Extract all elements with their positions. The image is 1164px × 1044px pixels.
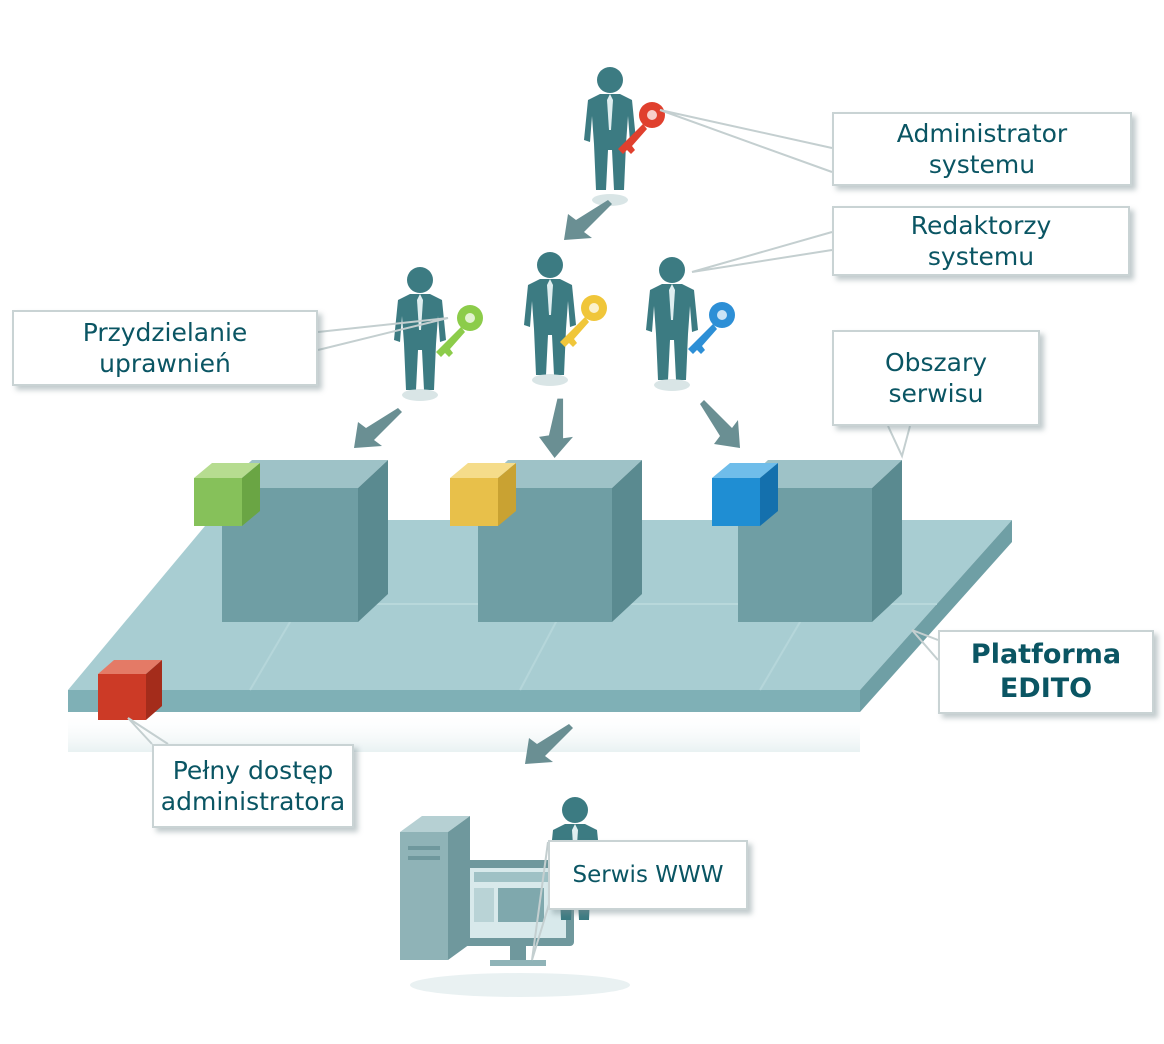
- callout-full-access: Pełny dostęp administratora: [152, 744, 354, 828]
- callout-areas-line-2: serwisu: [888, 379, 984, 408]
- callout-connectors: [127, 109, 939, 961]
- editor-person-icon-2: [524, 252, 576, 375]
- tab-yellow: [450, 463, 516, 526]
- callout-permissions-line-2: uprawnień: [99, 349, 231, 378]
- callout-platform-line-2: EDITO: [999, 673, 1093, 704]
- callout-editors-line-1: Redaktorzy: [910, 211, 1052, 240]
- callout-platform: Platforma EDITO: [938, 630, 1154, 714]
- editor-person-icon-3: [646, 257, 698, 380]
- arrow-icon: [564, 200, 612, 240]
- callout-permissions-line-1: Przydzielanie: [82, 318, 248, 347]
- arrow-icon: [354, 408, 402, 448]
- callout-permissions: Przydzielanie uprawnień: [12, 310, 318, 386]
- callout-administrator-line-2: systemu: [928, 150, 1036, 179]
- block-1: [222, 460, 388, 622]
- callout-website: Serwis WWW: [548, 840, 748, 910]
- platform-front-edge: [68, 690, 860, 712]
- callout-areas-line-1: Obszary: [884, 348, 988, 377]
- block-2: [478, 460, 642, 622]
- callout-editors-line-2: systemu: [927, 242, 1035, 271]
- callout-administrator: Administrator systemu: [832, 112, 1132, 186]
- computer-tower-icon: [400, 816, 470, 960]
- callout-administrator-line-1: Administrator: [896, 119, 1068, 148]
- tab-blue: [712, 463, 778, 526]
- tab-green: [194, 463, 260, 526]
- arrow-icon: [700, 400, 740, 448]
- callout-full-access-line-2: administratora: [160, 787, 346, 816]
- callout-areas: Obszary serwisu: [832, 330, 1040, 426]
- monitor-icon: [462, 860, 574, 966]
- callout-editors: Redaktorzy systemu: [832, 206, 1130, 276]
- arrow-icon: [526, 395, 589, 459]
- callout-full-access-line-1: Pełny dostęp: [172, 756, 334, 785]
- tab-red: [98, 660, 162, 720]
- block-3: [738, 460, 902, 622]
- platform-side-edge: [860, 520, 1012, 712]
- administrator-person-icon: [584, 67, 636, 190]
- callout-platform-line-1: Platforma: [970, 639, 1122, 670]
- callout-website-line-1: Serwis WWW: [572, 861, 724, 888]
